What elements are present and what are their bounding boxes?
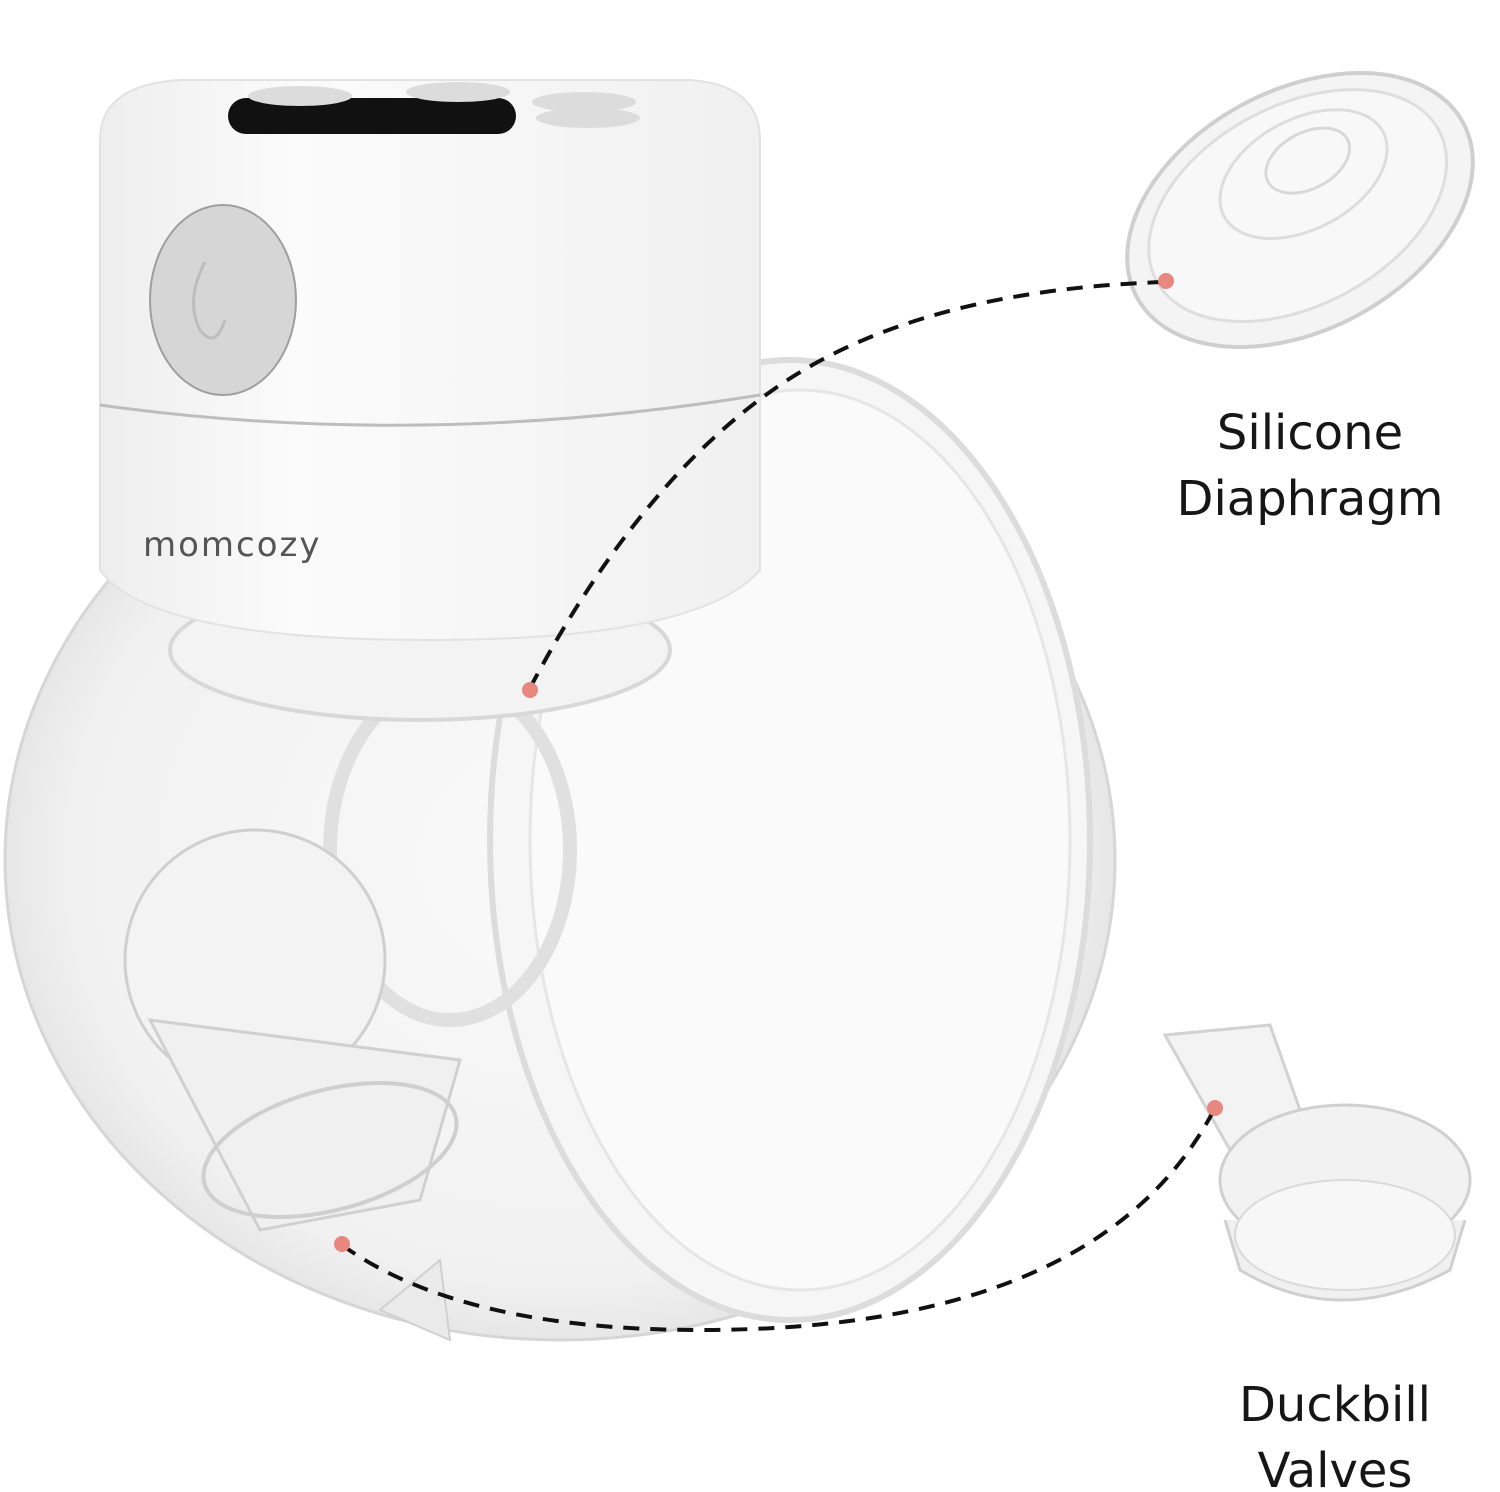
callout-label-line: Valves (1257, 1443, 1413, 1492)
callout-line-valves (340, 1107, 1217, 1333)
power-icon (192, 261, 227, 340)
callout-label-line: Duckbill (1238, 1377, 1432, 1433)
callout-label-line: Silicone (1216, 405, 1404, 461)
power-button[interactable] (149, 204, 297, 396)
breast-shield (3, 357, 1117, 1342)
callout-line-diaphragm (528, 280, 1166, 689)
display-screen (228, 98, 516, 134)
marker-dot (522, 682, 538, 698)
control-button[interactable] (406, 82, 510, 102)
control-button[interactable] (532, 92, 636, 112)
marker-dot (334, 1236, 350, 1252)
callout-label-duckbill-valves: Duckbill Valves (1190, 1372, 1480, 1492)
marker-dot (1207, 1100, 1223, 1116)
silicone-diaphragm (1125, 70, 1475, 350)
callout-label-silicone-diaphragm: Silicone Diaphragm (1160, 400, 1460, 532)
callout-label-line: Diaphragm (1176, 471, 1444, 527)
marker-dot (1158, 273, 1174, 289)
duckbill-valve (1162, 1023, 1472, 1302)
control-button[interactable] (248, 86, 352, 106)
motor-unit: momcozy (99, 79, 761, 642)
control-button[interactable] (536, 108, 640, 128)
brand-logo: momcozy (143, 525, 322, 565)
